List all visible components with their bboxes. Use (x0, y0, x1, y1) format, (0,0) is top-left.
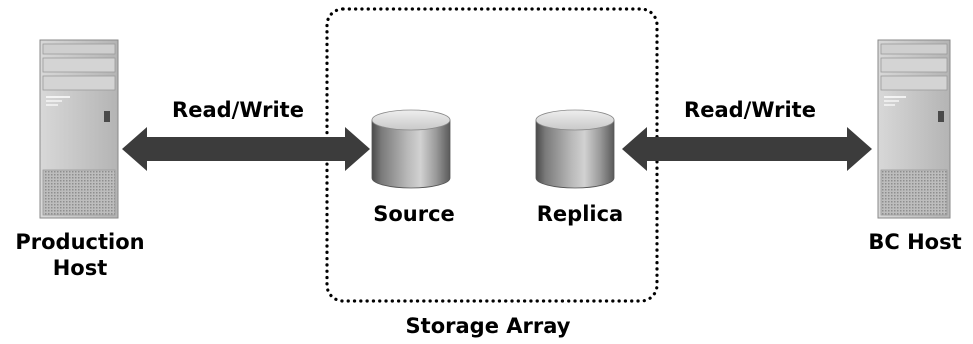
replica-disk-icon (535, 109, 615, 189)
source-label: Source (373, 202, 455, 226)
read-write-label-left: Read/Write (172, 98, 304, 122)
source-disk-icon (371, 109, 451, 189)
production-host-server-icon (39, 39, 119, 219)
read-write-arrow-left (122, 127, 370, 171)
read-write-label-right: Read/Write (684, 98, 816, 122)
storage-array-label: Storage Array (405, 314, 571, 338)
production-host-label: Production Host (0, 229, 160, 281)
bc-host-server-icon (877, 39, 951, 219)
production-host-label-line2: Host (52, 256, 108, 280)
replica-label: Replica (536, 202, 624, 226)
production-host-label-line1: Production (15, 230, 145, 254)
read-write-arrow-right (622, 127, 872, 171)
bc-host-label: BC Host (868, 230, 962, 254)
